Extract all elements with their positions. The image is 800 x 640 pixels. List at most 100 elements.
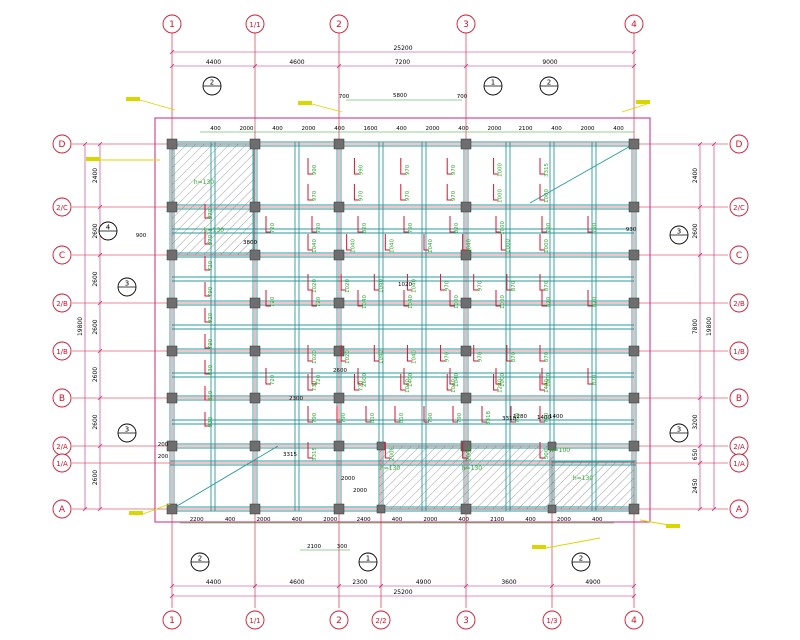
rebar-mark bbox=[204, 308, 210, 323]
column bbox=[628, 297, 640, 309]
note-leader bbox=[311, 103, 343, 113]
hatched-slab-zones bbox=[171, 143, 635, 510]
dim-top-beams-text: 2000 bbox=[240, 126, 254, 132]
rebar-mark bbox=[493, 158, 499, 175]
axis-bubble-top-2: 2 bbox=[329, 14, 349, 34]
rebar-value: 720 bbox=[316, 296, 322, 307]
rebar-value: 970 bbox=[358, 190, 364, 201]
dim-bottom-beams-text: 2000 bbox=[557, 517, 571, 523]
dim-top-bays-text: 4600 bbox=[289, 59, 304, 66]
axis-bubble-left-1/B: 1/B bbox=[52, 341, 72, 361]
dim-right-bays-tick bbox=[697, 395, 703, 401]
axis-bubble-bottom-1-text: 1 bbox=[169, 616, 175, 626]
rebar-value: 2000 bbox=[467, 447, 473, 461]
dim-bottom-bays-text: 4900 bbox=[416, 579, 431, 586]
axis-bubble-top-1-circle bbox=[162, 14, 182, 34]
rebar-mark bbox=[473, 345, 479, 362]
rebar-value: 970 bbox=[445, 351, 451, 362]
rebar-value: 500 bbox=[544, 448, 550, 459]
column bbox=[333, 392, 345, 404]
hatched-slab-3 bbox=[551, 461, 635, 510]
rebar-mark bbox=[400, 158, 406, 175]
rebar-mark bbox=[506, 274, 512, 291]
rebar-mark bbox=[510, 406, 516, 423]
column bbox=[166, 503, 178, 515]
axis-bubble-left-1/B-circle bbox=[52, 341, 72, 361]
dimension-label: 1280 bbox=[513, 414, 527, 420]
rebar-mark bbox=[406, 345, 413, 362]
dim-left-bays-text: 2600 bbox=[92, 414, 99, 429]
rebar-mark bbox=[307, 374, 313, 391]
rebar-value: 930 bbox=[208, 416, 214, 427]
dim-bottom-beams-text: 2100 bbox=[490, 517, 504, 523]
dimension-label: 3800 bbox=[243, 240, 257, 246]
rebar-value: 970 bbox=[478, 280, 484, 291]
column bbox=[460, 138, 472, 150]
column bbox=[166, 297, 178, 309]
rebar-mark bbox=[204, 230, 210, 245]
dim-bottom-bays-tick bbox=[631, 583, 637, 589]
dim-span: 2100 bbox=[307, 544, 321, 550]
dim-bottom-beams-text: 400 bbox=[392, 517, 403, 523]
dim-top-total-tick bbox=[631, 49, 637, 55]
axis-bubble-bottom-3-circle bbox=[456, 610, 476, 630]
rebar-mark bbox=[353, 158, 360, 175]
dimension-label: 200 bbox=[158, 442, 169, 448]
dim-bottom-beams-text: 400 bbox=[592, 517, 603, 523]
axis-bubble-right-A-text: A bbox=[736, 505, 743, 515]
rebar-mark bbox=[495, 368, 501, 385]
column bbox=[628, 503, 640, 515]
axis-bubble-left-2/A: 2/A bbox=[52, 436, 72, 456]
rebar-value: 870 bbox=[511, 351, 517, 362]
dim-top-bays-text: 4400 bbox=[206, 59, 221, 66]
axis-bubble-bottom-4-circle bbox=[624, 610, 644, 630]
rebar-mark bbox=[495, 290, 501, 307]
column bbox=[249, 138, 261, 150]
section-marker-2-number: 2 bbox=[547, 79, 551, 87]
axis-bubble-left-2/B-text: 2/B bbox=[56, 300, 68, 308]
rebar-mark bbox=[587, 368, 593, 385]
rebar-value: 1040 bbox=[411, 350, 417, 364]
note-leader bbox=[621, 102, 651, 113]
rebar-mark bbox=[357, 216, 363, 233]
column bbox=[166, 345, 178, 357]
axis-bubble-bottom-3: 3 bbox=[456, 610, 476, 630]
section-marker-4-number: 2 bbox=[198, 555, 202, 563]
rebar-value: 1040 bbox=[411, 279, 417, 293]
rebar-mark bbox=[394, 406, 400, 423]
dimension-label: 2000 bbox=[353, 488, 367, 494]
axis-bubble-left-2/A-text: 2/A bbox=[56, 443, 68, 451]
rebar-value: 1040 bbox=[428, 239, 434, 253]
rebar-value: 720 bbox=[270, 296, 276, 307]
rebar-mark bbox=[357, 368, 363, 385]
dim-right-bays-text: 650 bbox=[692, 449, 699, 461]
rebar-mark bbox=[481, 406, 487, 423]
axis-bubble-left-1/B-text: 1/B bbox=[56, 348, 68, 356]
rebar-mark bbox=[307, 158, 313, 175]
dim-top-beams-text: 400 bbox=[272, 126, 283, 132]
rebar-mark bbox=[462, 234, 468, 251]
section-marker-7: 3 bbox=[117, 277, 137, 297]
dim-right-total-tick bbox=[711, 506, 717, 512]
column bbox=[166, 249, 178, 261]
column bbox=[333, 297, 345, 309]
rebar-mark bbox=[506, 345, 512, 362]
dim-top-bays-text: 9000 bbox=[542, 59, 557, 66]
column bbox=[249, 297, 261, 309]
rebar-mark bbox=[440, 345, 446, 362]
dim-right-total-tick bbox=[711, 141, 717, 147]
axis-bubble-right-D-text: D bbox=[736, 140, 743, 150]
axis-bubble-right-2/B-text: 2/B bbox=[733, 300, 745, 308]
rebar-mark bbox=[587, 290, 593, 307]
dim-right-bays-tick bbox=[697, 252, 703, 258]
rebar-mark bbox=[311, 290, 317, 307]
dim-top-bays-tick bbox=[463, 63, 469, 69]
rebar-value: 3315 bbox=[312, 447, 318, 461]
rebar-value: 870 bbox=[592, 296, 598, 307]
axis-bubble-left-2/C: 2/C bbox=[52, 197, 72, 217]
rebar-value: 970 bbox=[208, 234, 214, 245]
rebar-mark bbox=[473, 274, 479, 291]
slab-thickness-label: h=130 bbox=[194, 179, 214, 186]
dim-left-bays-tick bbox=[97, 506, 103, 512]
